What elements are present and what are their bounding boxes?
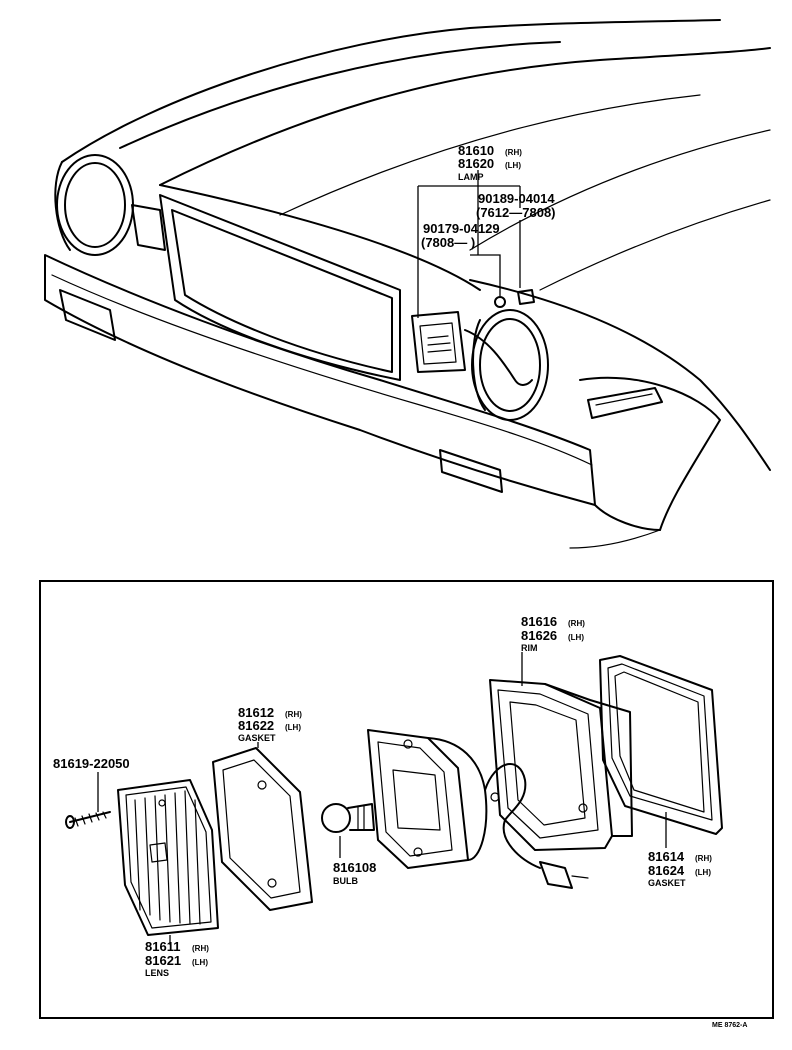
lens-sfx-lh: (LH)	[192, 958, 208, 967]
figure-code: ME 8762-A	[712, 1022, 747, 1029]
gasket-rear-pn-rh: 81614	[648, 849, 685, 864]
callout-screw-c: 81619-22050	[53, 756, 130, 771]
gasket-rear-sfx-lh: (LH)	[695, 868, 711, 877]
lens-pn-lh: 81621	[145, 953, 181, 968]
rear-gasket-icon	[599, 655, 723, 835]
rim-sfx-lh: (LH)	[568, 633, 584, 642]
screw-a-pn: 90189-04014	[478, 191, 555, 206]
lamp-sfx-rh: (RH)	[505, 148, 522, 157]
callout-screw-b: 90179-04129 (7808— )	[421, 221, 500, 250]
lens-pn-rh: 81611	[145, 939, 180, 954]
rim-sfx-rh: (RH)	[568, 619, 585, 628]
callout-lamp: 81610 (RH) 81620 (LH) LAMP	[458, 143, 522, 182]
lamp-callout-leaders	[417, 170, 521, 318]
gasket-front-sfx-rh: (RH)	[285, 710, 302, 719]
callout-gasket-front: 81612 (RH) 81622 (LH) GASKET	[238, 705, 302, 743]
callout-lens: 81611 (RH) 81621 (LH) LENS	[145, 939, 209, 978]
lamp-pn-lh: 81620	[458, 156, 494, 171]
lamp-name: LAMP	[458, 172, 484, 182]
gasket-front-pn-lh: 81622	[238, 718, 274, 733]
rim-pn-lh: 81626	[521, 628, 557, 643]
gasket-front-sfx-lh: (LH)	[285, 723, 301, 732]
callout-screw-a: 90189-04014 (7612—7808)	[476, 191, 556, 220]
bulb-icon	[321, 803, 375, 833]
housing-icon	[367, 729, 589, 889]
lens-icon	[117, 779, 219, 936]
lens-sfx-rh: (RH)	[192, 944, 209, 953]
screw-icon	[65, 811, 111, 829]
car-front-illustration	[44, 19, 771, 549]
screw-b-pn: 90179-04129	[423, 221, 500, 236]
gasket-front-name: GASKET	[238, 733, 276, 743]
gasket-rear-sfx-rh: (RH)	[695, 854, 712, 863]
rim-name: RIM	[521, 643, 538, 653]
front-gasket-icon	[212, 747, 313, 911]
screw-a-range: (7612—7808)	[476, 205, 556, 220]
rim-pn-rh: 81616	[521, 614, 557, 629]
callout-bulb: 816108 BULB	[333, 860, 376, 886]
exploded-view-frame	[39, 580, 774, 1019]
callout-gasket-rear: 81614 (RH) 81624 (LH) GASKET	[648, 849, 712, 888]
lamp-sfx-lh: (LH)	[505, 161, 521, 170]
bulb-pn: 816108	[333, 860, 376, 875]
gasket-rear-pn-lh: 81624	[648, 863, 685, 878]
screw-b-range: (7808— )	[421, 235, 475, 250]
gasket-front-pn-rh: 81612	[238, 705, 274, 720]
screw-c-pn: 81619-22050	[53, 756, 130, 771]
callout-rim: 81616 (RH) 81626 (LH) RIM	[521, 614, 585, 653]
bulb-name: BULB	[333, 876, 358, 886]
gasket-rear-name: GASKET	[648, 878, 686, 888]
lamp-pn-rh: 81610	[458, 143, 494, 158]
rim-icon	[489, 679, 633, 851]
lens-name: LENS	[145, 968, 169, 978]
